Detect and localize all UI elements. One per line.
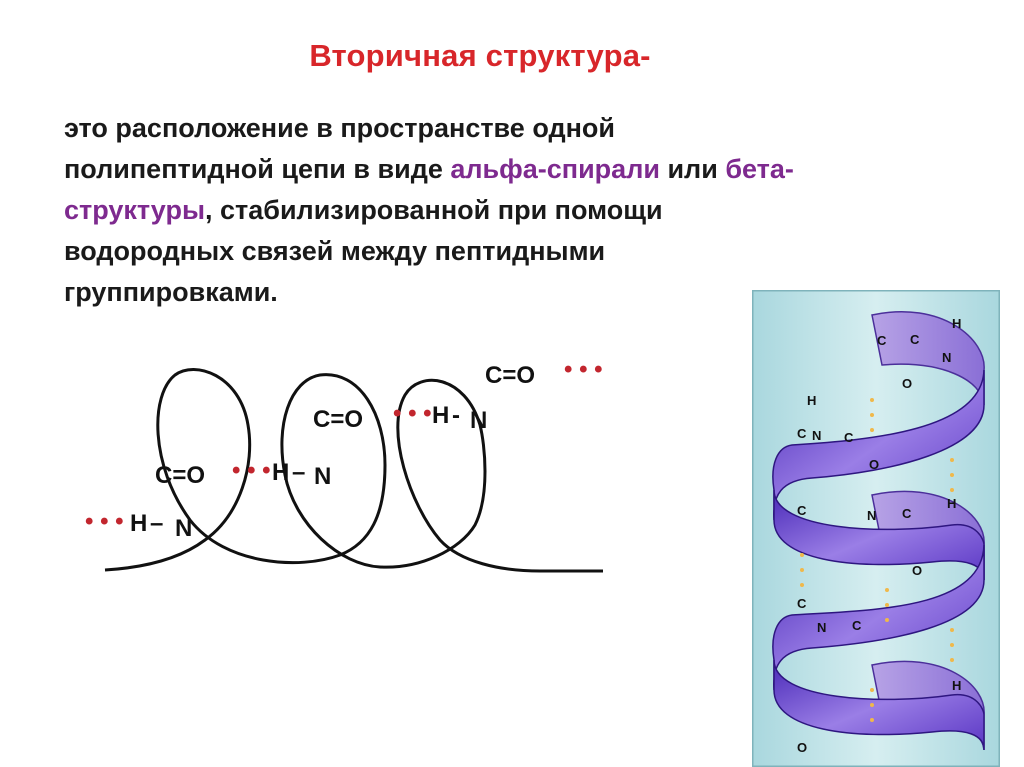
svg-text:H: H	[952, 316, 961, 331]
ribbon-front	[772, 369, 985, 751]
definition-text: это расположение в пространстве одной по…	[64, 108, 1004, 313]
svg-text:N: N	[817, 620, 826, 635]
h-atom-3: H	[432, 402, 449, 429]
definition-line-2: полипептидной цепи в виде альфа-спирали …	[64, 149, 1004, 190]
alpha-helix-term: альфа-спирали	[450, 154, 660, 184]
svg-text:C: C	[877, 333, 887, 348]
h-atom-2: H	[272, 459, 289, 486]
svg-text:H: H	[807, 393, 816, 408]
n-atom-3: N	[470, 407, 487, 434]
text-segment: или	[659, 154, 726, 184]
svg-text:C: C	[852, 618, 862, 633]
bond-dash-1: –	[150, 510, 163, 537]
text-segment: полипептидной цепи в виде	[64, 154, 451, 184]
h-atom-1: H	[130, 510, 147, 537]
co-group-2: C=O	[155, 462, 205, 489]
definition-line-1: это расположение в пространстве одной	[64, 113, 615, 143]
hbond-dots-1: • • •	[85, 508, 124, 535]
hbond-dots-4: • • •	[564, 356, 603, 383]
bond-dash-2: –	[292, 459, 305, 486]
chain-loops	[104, 367, 603, 573]
co-group-4: C=O	[485, 362, 535, 389]
bond-dash-3: -	[452, 402, 460, 429]
definition-line-4: водородных связей между пептидными	[64, 236, 606, 266]
n-atom-1: N	[175, 515, 192, 542]
alpha-helix-illustration: C N C H O C N C O H C N C O H C N C O H	[752, 290, 1000, 767]
helix-atom-labels: C N C H O C N C O H C N C O H C N C O H	[797, 316, 961, 755]
hydrogen-bond-dots	[800, 398, 954, 722]
svg-text:C: C	[797, 596, 807, 611]
svg-text:O: O	[869, 457, 879, 472]
svg-text:C: C	[902, 506, 912, 521]
svg-text:N: N	[942, 350, 951, 365]
peptide-chain-diagram: • • • H – N C=O • • • H – N C=O • • • H …	[85, 356, 603, 573]
svg-text:C: C	[910, 332, 920, 347]
svg-text:N: N	[867, 508, 876, 523]
slide-title: Вторичная структура-	[309, 38, 651, 73]
svg-text:N: N	[812, 428, 821, 443]
definition-line-5: группировками.	[64, 277, 278, 307]
hbond-dots-3: • • •	[393, 400, 432, 427]
svg-text:H: H	[947, 496, 956, 511]
co-group-3: C=O	[313, 406, 363, 433]
beta-structure-term-start: бета-	[725, 154, 794, 184]
beta-structure-term-end: структуры	[64, 195, 206, 225]
svg-text:O: O	[797, 740, 807, 755]
svg-text:O: O	[902, 376, 912, 391]
svg-text:H: H	[952, 678, 961, 693]
svg-text:C: C	[844, 430, 854, 445]
svg-text:C: C	[797, 426, 807, 441]
text-segment: , стабилизированной при помощи	[205, 195, 663, 225]
svg-text:O: O	[912, 563, 922, 578]
svg-text:C: C	[797, 503, 807, 518]
definition-line-3: структуры, стабилизированной при помощи	[64, 190, 1004, 231]
chain-path	[104, 367, 603, 573]
hbond-dots-2: • • •	[232, 457, 271, 484]
n-atom-2: N	[314, 463, 331, 490]
